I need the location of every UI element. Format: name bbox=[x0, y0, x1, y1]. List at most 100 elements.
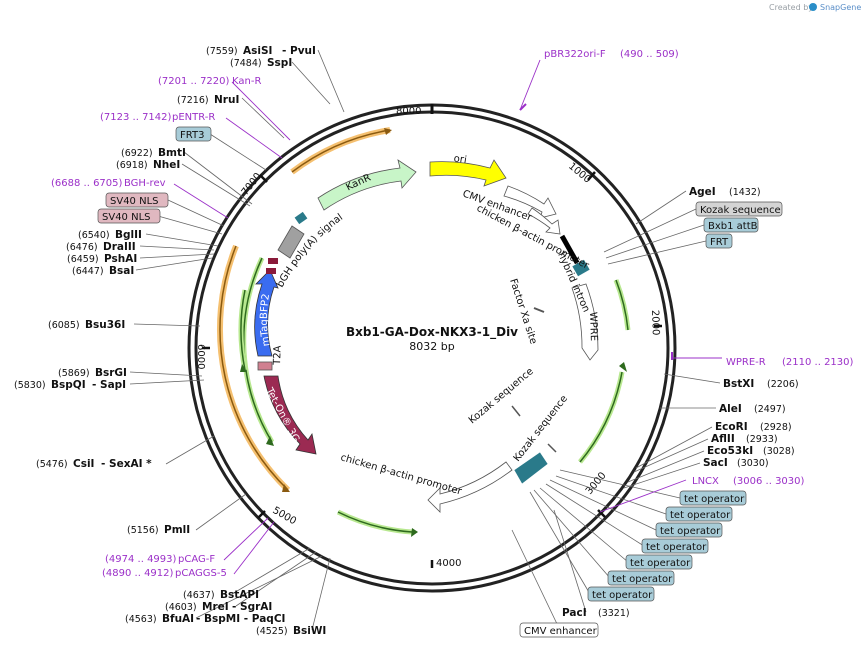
plasmid-name: Bxb1-GA-Dox-NKX3-1_Div bbox=[346, 325, 518, 340]
enzymes-right: AgeI (1432) BstXI (2206) AleI (2497) Eco… bbox=[562, 186, 799, 619]
enzyme-pos: (2933) bbox=[746, 434, 778, 445]
enzyme-pos: (6918) bbox=[116, 160, 148, 171]
enzyme-pos: (4637) bbox=[183, 590, 215, 601]
tick-8000: 8000 bbox=[396, 106, 421, 117]
feature-tet-operator-block bbox=[513, 451, 549, 485]
primer-range: (7123 .. 7142) bbox=[100, 112, 172, 123]
enzyme-pos: (6540) bbox=[78, 230, 110, 241]
box-tet-operator: tet operator bbox=[660, 526, 721, 537]
enzyme-pos: (4525) bbox=[256, 626, 288, 637]
tick-marks bbox=[202, 104, 662, 568]
enzyme-pos: (6447) bbox=[72, 266, 104, 277]
enzyme-pos: (1432) bbox=[729, 187, 761, 198]
enzyme-name: SspI bbox=[267, 57, 292, 69]
enzyme-pos: (5476) bbox=[36, 459, 68, 470]
enzyme-pos: (4563) bbox=[125, 614, 157, 625]
box-tet-operator: tet operator bbox=[630, 558, 691, 569]
primer-range: (3006 .. 3030) bbox=[733, 476, 805, 487]
enzyme-extra: - SexAI * bbox=[101, 458, 152, 470]
feature-label-t2a: T2A bbox=[272, 345, 284, 366]
tick-4000: 4000 bbox=[436, 558, 461, 569]
primer-label: pBR322ori-F bbox=[544, 49, 606, 60]
feature-hybrid-teal bbox=[571, 258, 591, 278]
enzyme-name: MreI bbox=[202, 601, 229, 613]
feature-label-mtagbfp2: mTagBFP2 bbox=[259, 293, 272, 347]
enzyme-name: BglII bbox=[115, 229, 142, 241]
box-tet-operator: tet operator bbox=[670, 510, 731, 521]
primer-range: (7201 .. 7220) bbox=[158, 76, 230, 87]
enzyme-leaders bbox=[129, 49, 721, 631]
feature-ori bbox=[429, 159, 507, 187]
box-tet-operator: tet operator bbox=[612, 574, 673, 585]
enzyme-pos: (5156) bbox=[127, 525, 159, 536]
enzyme-extra: - PvuI bbox=[282, 45, 316, 57]
tick-6000: 6000 bbox=[195, 344, 206, 369]
enzyme-pos: (6085) bbox=[48, 320, 80, 331]
feature-label-wpre: WPRE bbox=[587, 312, 599, 342]
enzyme-name: AleI bbox=[719, 403, 742, 415]
feature-cba-promoter-2 bbox=[427, 461, 513, 513]
orf-arcs bbox=[216, 127, 631, 535]
label-boxes: FRT3 SV40 NLS SV40 NLS Kozak sequence Bx… bbox=[97, 126, 783, 638]
enzyme-name: BspQI bbox=[51, 379, 86, 391]
credit-text: Created by bbox=[769, 3, 813, 12]
feature-kozak-2 bbox=[547, 443, 557, 453]
enzyme-name: PacI bbox=[562, 607, 587, 619]
enzyme-pos: (3030) bbox=[737, 458, 769, 469]
feature-wpre bbox=[571, 283, 599, 361]
feature-hybrid-intron bbox=[559, 234, 583, 270]
enzyme-pos: (2497) bbox=[754, 404, 786, 415]
enzyme-extra: - BspMI - PaqCI bbox=[196, 613, 285, 625]
enzyme-pos: (5869) bbox=[58, 368, 90, 379]
enzyme-name: AgeI bbox=[689, 186, 716, 198]
enzyme-pos: (7559) bbox=[206, 46, 238, 57]
enzyme-pos: (7484) bbox=[230, 58, 262, 69]
snapgene-logo-icon bbox=[809, 3, 817, 11]
feature-kanr bbox=[317, 159, 417, 211]
enzyme-name: NheI bbox=[153, 159, 180, 171]
box-tet-operator: tet operator bbox=[592, 590, 653, 601]
box-leaders bbox=[157, 133, 707, 627]
primer-label: BGH-rev bbox=[124, 178, 166, 189]
box-frt: FRT bbox=[710, 237, 729, 248]
box-bxb1: Bxb1 attB bbox=[708, 221, 758, 232]
box-cmv-enhancer: CMV enhancer bbox=[524, 626, 598, 637]
enzyme-name: BfuAI bbox=[162, 613, 194, 625]
primer-label: pCAG-F bbox=[178, 554, 215, 565]
enzyme-pos: (3321) bbox=[598, 608, 630, 619]
enzyme-name: BmtI bbox=[158, 147, 186, 159]
feature-cba-promoter-1 bbox=[527, 207, 561, 235]
primer-label: Kan-R bbox=[232, 76, 261, 87]
enzyme-name: Eco53kI bbox=[707, 445, 753, 457]
enzyme-pos: (4603) bbox=[165, 602, 197, 613]
enzyme-pos: (6922) bbox=[121, 148, 153, 159]
enzyme-name: CsiI bbox=[73, 458, 94, 470]
box-sv40-nls-2: SV40 NLS bbox=[102, 212, 151, 223]
enzyme-pos: (5830) bbox=[14, 380, 46, 391]
feature-kozak-1 bbox=[511, 405, 521, 417]
enzyme-extra: - SgrAI bbox=[232, 601, 272, 613]
enzyme-name: Bsu36I bbox=[85, 319, 125, 331]
primer-label: pENTR-R bbox=[172, 112, 215, 123]
feature-red-mark-2 bbox=[266, 268, 276, 274]
feature-factor-xa bbox=[533, 307, 545, 313]
primer-range: (4890 .. 4912) bbox=[102, 568, 174, 579]
enzyme-name: PmlI bbox=[164, 524, 190, 536]
feature-label-ori: ori bbox=[453, 153, 468, 166]
primer-label: WPRE-R bbox=[726, 357, 766, 368]
feature-red-mark-1 bbox=[268, 258, 278, 264]
primer-range: (2110 .. 2130) bbox=[782, 357, 854, 368]
primer-label: pCAGGS-5 bbox=[175, 568, 227, 579]
orf-arrowheads bbox=[240, 128, 627, 537]
enzyme-name: NruI bbox=[214, 94, 239, 106]
enzyme-name: BstAPI bbox=[220, 589, 259, 601]
enzyme-name: BsrGI bbox=[95, 367, 127, 379]
feature-label-cba-promoter-2: chicken β-actin promoter bbox=[339, 452, 463, 497]
box-tet-operator: tet operator bbox=[646, 542, 707, 553]
feature-teal-mark bbox=[294, 211, 308, 225]
enzyme-name: BsaI bbox=[109, 265, 134, 277]
enzyme-name: BstXI bbox=[723, 378, 754, 390]
credit-brand: SnapGene bbox=[820, 3, 861, 12]
enzyme-pos: (6459) bbox=[67, 254, 99, 265]
